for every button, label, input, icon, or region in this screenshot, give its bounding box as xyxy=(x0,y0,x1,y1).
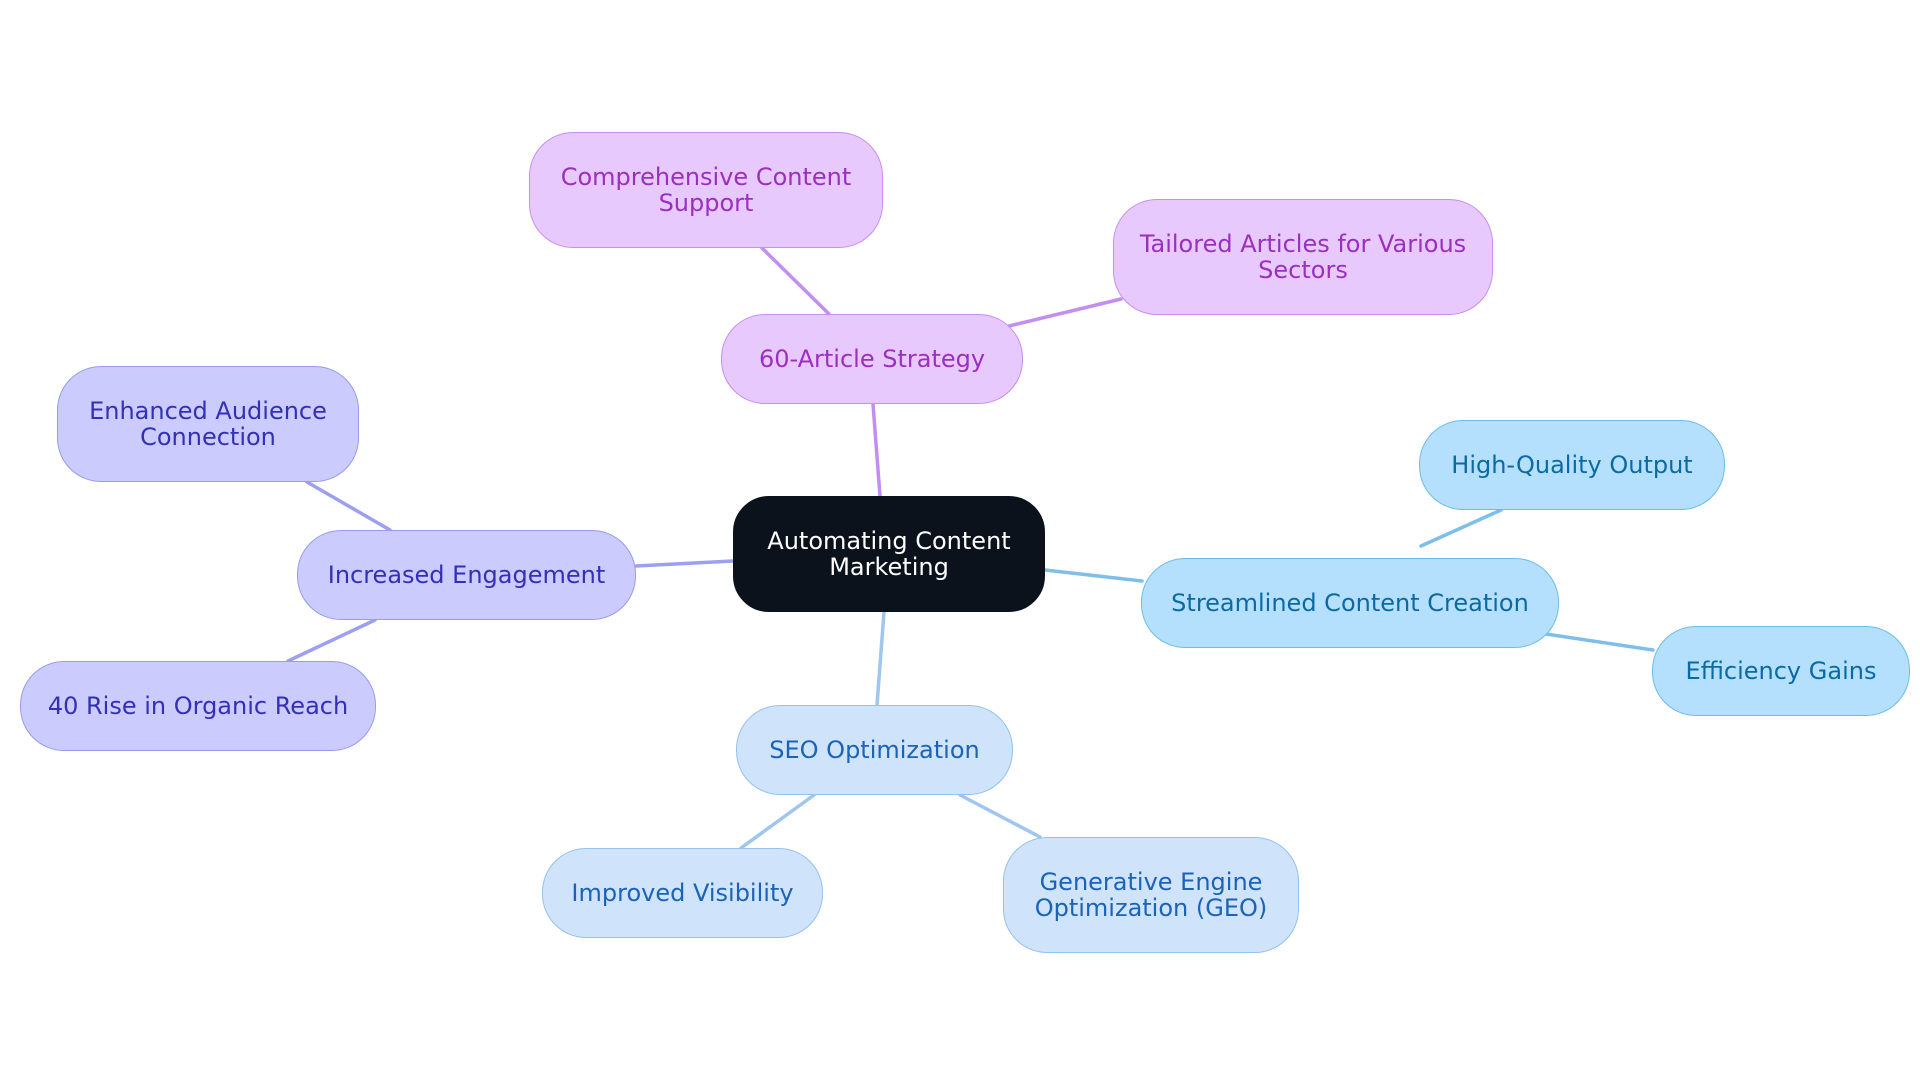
leaf-node-enhanced-audience-connection-label: Enhanced Audience Connection xyxy=(89,397,327,451)
leaf-node-efficiency-gains-label: Efficiency Gains xyxy=(1685,657,1877,685)
edge-seo-optimization-to-improved-visibility xyxy=(739,793,816,850)
leaf-node-comprehensive-content-support-label: Comprehensive Content Support xyxy=(560,163,852,217)
edge-root-to-increased-engagement xyxy=(634,559,735,568)
root-node-automating-content-marketing-label: Automating Content Marketing xyxy=(767,527,1011,581)
edge-streamlined-content-creation-to-high-quality-output xyxy=(1419,508,1503,548)
edge-streamlined-content-creation-to-efficiency-gains xyxy=(1544,632,1655,652)
leaf-node-tailored-articles-label: Tailored Articles for Various Sectors xyxy=(1139,230,1467,284)
branch-node-seo-optimization: SEO Optimization xyxy=(736,705,1013,795)
edge-root-to-article-strategy xyxy=(871,402,882,498)
edge-root-to-streamlined-content-creation xyxy=(1043,568,1144,583)
leaf-node-enhanced-audience-connection: Enhanced Audience Connection xyxy=(57,366,359,482)
leaf-node-organic-reach-label: 40 Rise in Organic Reach xyxy=(47,692,349,720)
leaf-node-high-quality-output: High-Quality Output xyxy=(1419,420,1725,510)
branch-node-article-strategy-label: 60-Article Strategy xyxy=(758,345,986,373)
branch-node-article-strategy: 60-Article Strategy xyxy=(721,314,1023,404)
leaf-node-comprehensive-content-support: Comprehensive Content Support xyxy=(529,132,883,248)
edge-article-strategy-to-tailored-articles xyxy=(1007,297,1123,328)
branch-node-streamlined-content-creation: Streamlined Content Creation xyxy=(1141,558,1559,648)
leaf-node-generative-engine-optimization-label: Generative Engine Optimization (GEO) xyxy=(1034,868,1268,922)
leaf-node-improved-visibility-label: Improved Visibility xyxy=(571,879,794,907)
edge-seo-optimization-to-generative-engine-optimization xyxy=(958,793,1042,839)
leaf-node-generative-engine-optimization: Generative Engine Optimization (GEO) xyxy=(1003,837,1299,953)
leaf-node-organic-reach: 40 Rise in Organic Reach xyxy=(20,661,376,751)
edge-increased-engagement-to-organic-reach xyxy=(286,618,377,663)
leaf-node-efficiency-gains: Efficiency Gains xyxy=(1652,626,1910,716)
edge-article-strategy-to-comprehensive-content-support xyxy=(760,246,831,316)
edge-increased-engagement-to-enhanced-audience-connection xyxy=(305,480,392,532)
branch-node-increased-engagement-label: Increased Engagement xyxy=(327,561,606,589)
edge-root-to-seo-optimization xyxy=(875,610,886,707)
branch-node-increased-engagement: Increased Engagement xyxy=(297,530,636,620)
leaf-node-improved-visibility: Improved Visibility xyxy=(542,848,823,938)
leaf-node-high-quality-output-label: High-Quality Output xyxy=(1451,451,1693,479)
branch-node-seo-optimization-label: SEO Optimization xyxy=(769,736,980,764)
leaf-node-tailored-articles: Tailored Articles for Various Sectors xyxy=(1113,199,1493,315)
branch-node-streamlined-content-creation-label: Streamlined Content Creation xyxy=(1171,589,1529,617)
root-node-automating-content-marketing: Automating Content Marketing xyxy=(733,496,1045,612)
